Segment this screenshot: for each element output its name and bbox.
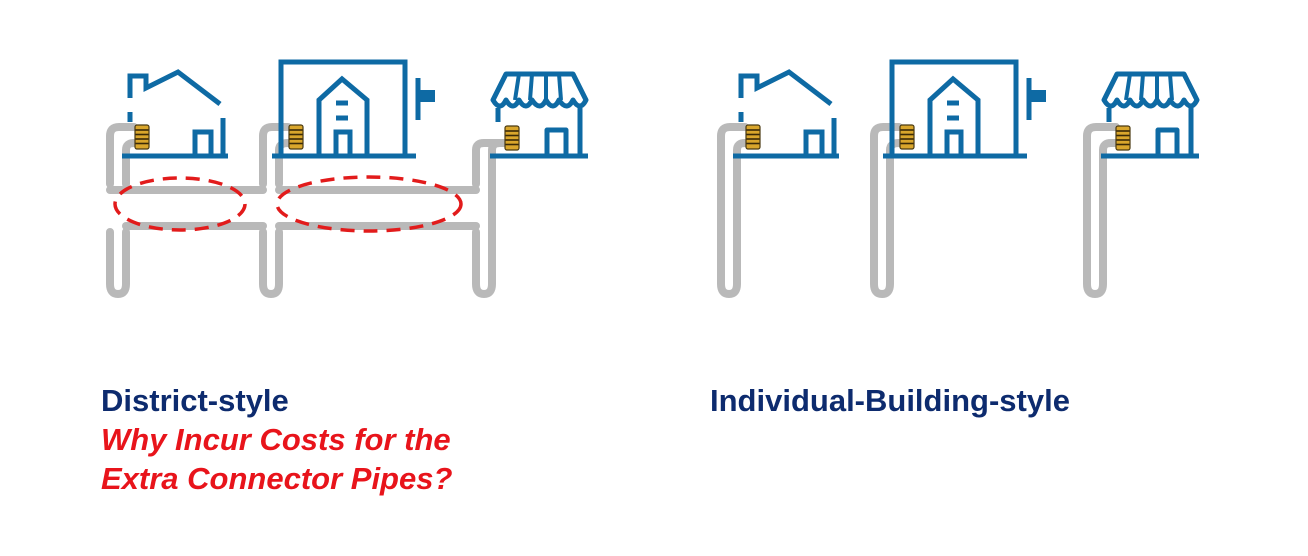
- individual-office-group: [870, 62, 1046, 298]
- district-question-line-1: Why Incur Costs for the: [101, 422, 451, 457]
- individual-building-style-label: Individual-Building-style: [710, 383, 1070, 418]
- district-style-label: District-style: [101, 383, 289, 418]
- connector-highlight-right: [275, 175, 463, 233]
- office-ground-loop-pipe: [870, 123, 903, 298]
- district-panel: [106, 62, 588, 298]
- heat-pump-coil-icon: [134, 124, 150, 150]
- house-ground-loop-pipe: [717, 123, 749, 298]
- district-question-line-2: Extra Connector Pipes?: [101, 461, 453, 496]
- shop-ground-loop-pipe: [1083, 123, 1120, 298]
- heat-pump-coil-icon: [1115, 125, 1131, 151]
- individual-panel: [717, 62, 1199, 298]
- heat-pump-coil-icon: [745, 124, 761, 150]
- connector-highlight-left: [113, 176, 247, 232]
- heat-pump-coil-icon: [899, 124, 915, 150]
- district-pipe-network: [106, 123, 510, 298]
- heat-pump-coil-icon: [504, 125, 520, 151]
- individual-shop-group: [1083, 74, 1199, 298]
- heat-pump-coil-icon: [288, 124, 304, 150]
- individual-house-group: [717, 72, 839, 298]
